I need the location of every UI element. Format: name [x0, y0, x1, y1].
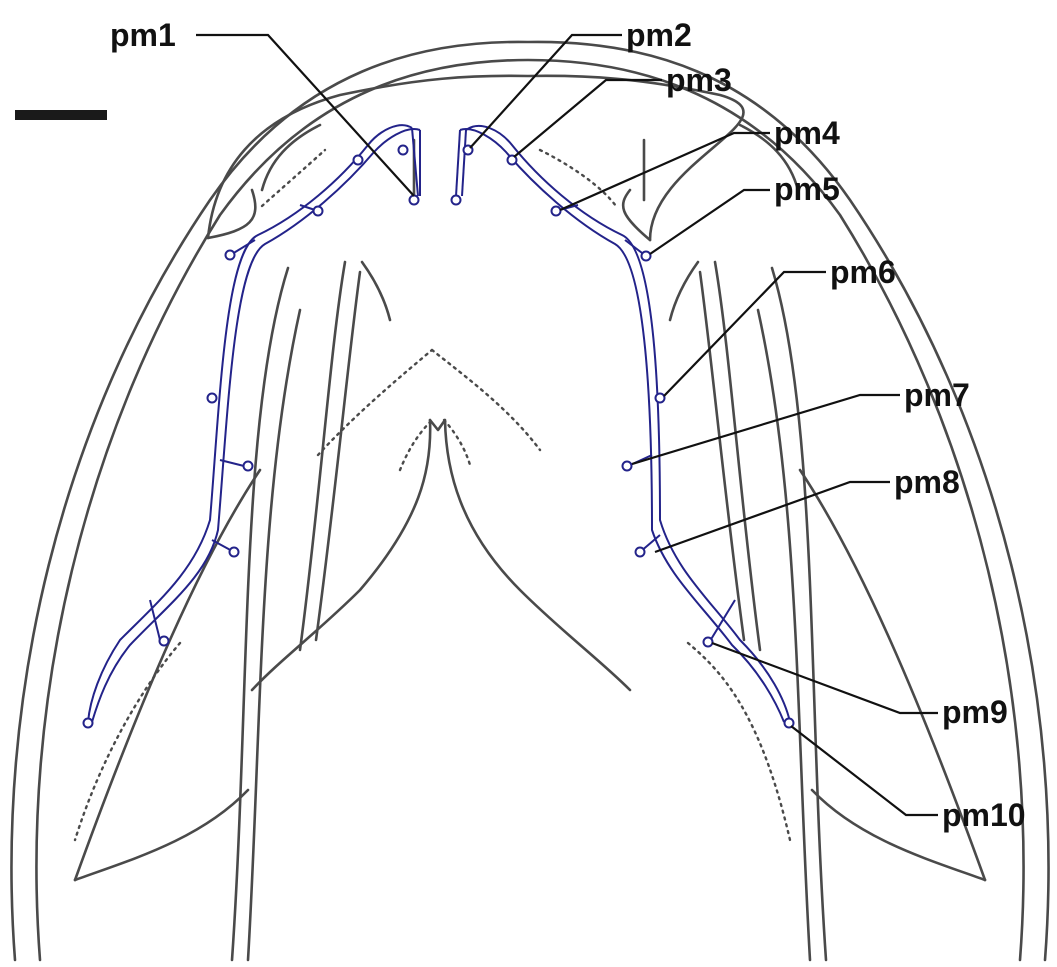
- leader-pm7: [632, 395, 900, 464]
- label-pm8: pm8: [894, 464, 960, 500]
- label-pm9: pm9: [942, 694, 1008, 730]
- scale-bar: [15, 110, 107, 120]
- labels: pm1 pm2 pm3 pm4 pm5 pm6 pm7 pm8 pm9 pm10: [110, 17, 1026, 833]
- right-canal: [456, 126, 790, 722]
- leader-pm5: [650, 190, 770, 254]
- label-pm10: pm10: [942, 797, 1026, 833]
- leader-pm6: [664, 272, 826, 396]
- label-pm3: pm3: [666, 62, 732, 98]
- head-outlines: [11, 42, 1048, 960]
- label-pm6: pm6: [830, 254, 896, 290]
- label-pm7: pm7: [904, 377, 970, 413]
- leader-pm9: [712, 643, 938, 713]
- label-pm2: pm2: [626, 17, 692, 53]
- leader-pm3: [514, 80, 662, 157]
- label-pm4: pm4: [774, 115, 840, 151]
- leader-lines: [196, 35, 938, 815]
- label-pm5: pm5: [774, 171, 840, 207]
- leader-pm10: [791, 726, 938, 815]
- label-pm1: pm1: [110, 17, 176, 53]
- right-pores: [452, 146, 794, 728]
- dotted-lines: [75, 150, 790, 840]
- leader-pm8: [655, 482, 890, 552]
